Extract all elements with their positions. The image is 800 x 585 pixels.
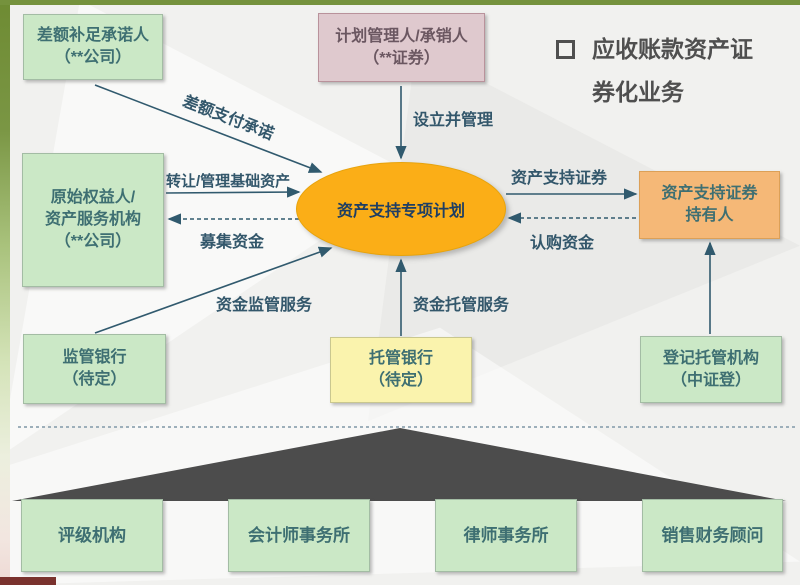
edge-label-raised-funds: 募集资金 <box>200 234 265 251</box>
node-asset-backed-special-plan: 资产支持专项计划 <box>296 162 506 256</box>
edge-label-subscription-funds: 认购资金 <box>530 235 595 252</box>
node-accounting-firm: 会计师事务所 <box>228 499 370 572</box>
node-securities-holders: 资产支持证券 持有人 <box>639 171 780 239</box>
node-registration-custody-institution: 登记托管机构 （中证登） <box>640 336 782 403</box>
node-rating-agency: 评级机构 <box>21 499 163 572</box>
page-title-text: 应收账款资产证 券化业务 <box>592 36 753 105</box>
node-plan-manager-underwriter: 计划管理人/承销人 （**证券） <box>318 13 485 82</box>
page-title: 应收账款资产证 券化业务 <box>556 28 753 114</box>
slide-left-accent-bar <box>0 0 10 585</box>
square-bullet-icon <box>556 40 575 59</box>
node-law-firm: 律师事务所 <box>435 499 577 572</box>
edge-label-setup-and-manage: 设立并管理 <box>413 112 494 129</box>
node-sales-financial-advisor: 销售财务顾问 <box>642 499 783 572</box>
pyramid-shape <box>12 428 786 501</box>
edge-label-fund-supervision-service: 资金监管服务 <box>216 297 313 314</box>
edge-transfer-underlying-assets <box>165 186 301 198</box>
edge-label-fund-custody-service: 资金托管服务 <box>413 297 510 314</box>
edge-label-asset-backed-securities: 资产支持证券 <box>511 170 608 187</box>
node-custodian-bank: 托管银行 （待定） <box>330 337 472 403</box>
node-difference-compensation-promisor: 差额补足承诺人 （**公司） <box>23 14 163 80</box>
edge-label-transfer-underlying-assets: 转让/管理基础资产 <box>166 173 291 190</box>
slide-corner-accent-bar <box>0 577 56 585</box>
node-supervising-bank: 监管银行 （待定） <box>23 334 166 404</box>
slide-top-accent-bar <box>0 0 800 5</box>
node-original-beneficiary-asset-servicer: 原始权益人/ 资产服务机构 （**公司） <box>22 153 164 287</box>
